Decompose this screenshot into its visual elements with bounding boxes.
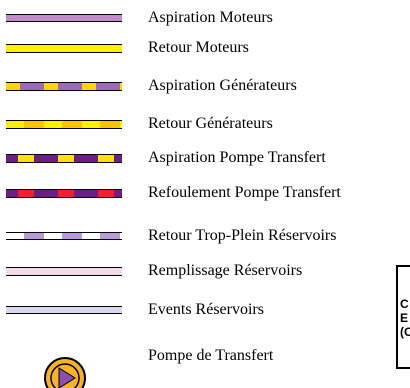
legend-item-aspiration-pompe-transfert: Aspiration Pompe Transfert [0, 148, 410, 168]
legend-label: Events Réservoirs [148, 301, 264, 318]
legend-label: Remplissage Réservoirs [148, 262, 303, 279]
legend-label: Retour Trop-Plein Réservoirs [148, 227, 337, 244]
legend-item-pompe-de-transfert: Pompe de Transfert [0, 346, 410, 388]
aspiration-moteurs-line-swatch [6, 14, 122, 22]
transfer-pump-icon [44, 357, 86, 388]
legend-item-aspiration-moteurs: Aspiration Moteurs [0, 8, 410, 28]
legend-item-retour-generateurs: Retour Générateurs [0, 114, 410, 134]
retour-moteurs-line-swatch [6, 44, 122, 53]
legend-item-retour-trop-plein-reservoirs: Retour Trop-Plein Réservoirs [0, 226, 410, 246]
legend-label: Retour Moteurs [148, 39, 249, 56]
cut-off-callout-box: C E (C [396, 265, 410, 369]
legend-label: Aspiration Moteurs [148, 9, 273, 26]
aspiration-generateurs-line-swatch [6, 82, 122, 91]
refoulement-pompe-transfert-line-swatch [6, 189, 122, 198]
legend-label: Refoulement Pompe Transfert [148, 184, 341, 201]
remplissage-reservoirs-line-swatch [6, 267, 122, 276]
legend-item-aspiration-generateurs: Aspiration Générateurs [0, 76, 410, 96]
legend-item-refoulement-pompe-transfert: Refoulement Pompe Transfert [0, 183, 410, 203]
retour-trop-plein-reservoirs-line-swatch [6, 232, 122, 240]
legend-label: Aspiration Pompe Transfert [148, 149, 326, 166]
legend-item-events-reservoirs: Events Réservoirs [0, 300, 410, 320]
aspiration-pompe-transfert-line-swatch [6, 154, 122, 163]
legend-label: Aspiration Générateurs [148, 77, 297, 94]
legend-item-remplissage-reservoirs: Remplissage Réservoirs [0, 261, 410, 281]
legend-label: Pompe de Transfert [148, 347, 274, 364]
legend-item-retour-moteurs: Retour Moteurs [0, 38, 410, 58]
cut-off-callout-text: C E (C [400, 297, 410, 339]
events-reservoirs-line-swatch [6, 306, 122, 314]
retour-generateurs-line-swatch [6, 120, 122, 129]
legend-label: Retour Générateurs [148, 115, 273, 132]
